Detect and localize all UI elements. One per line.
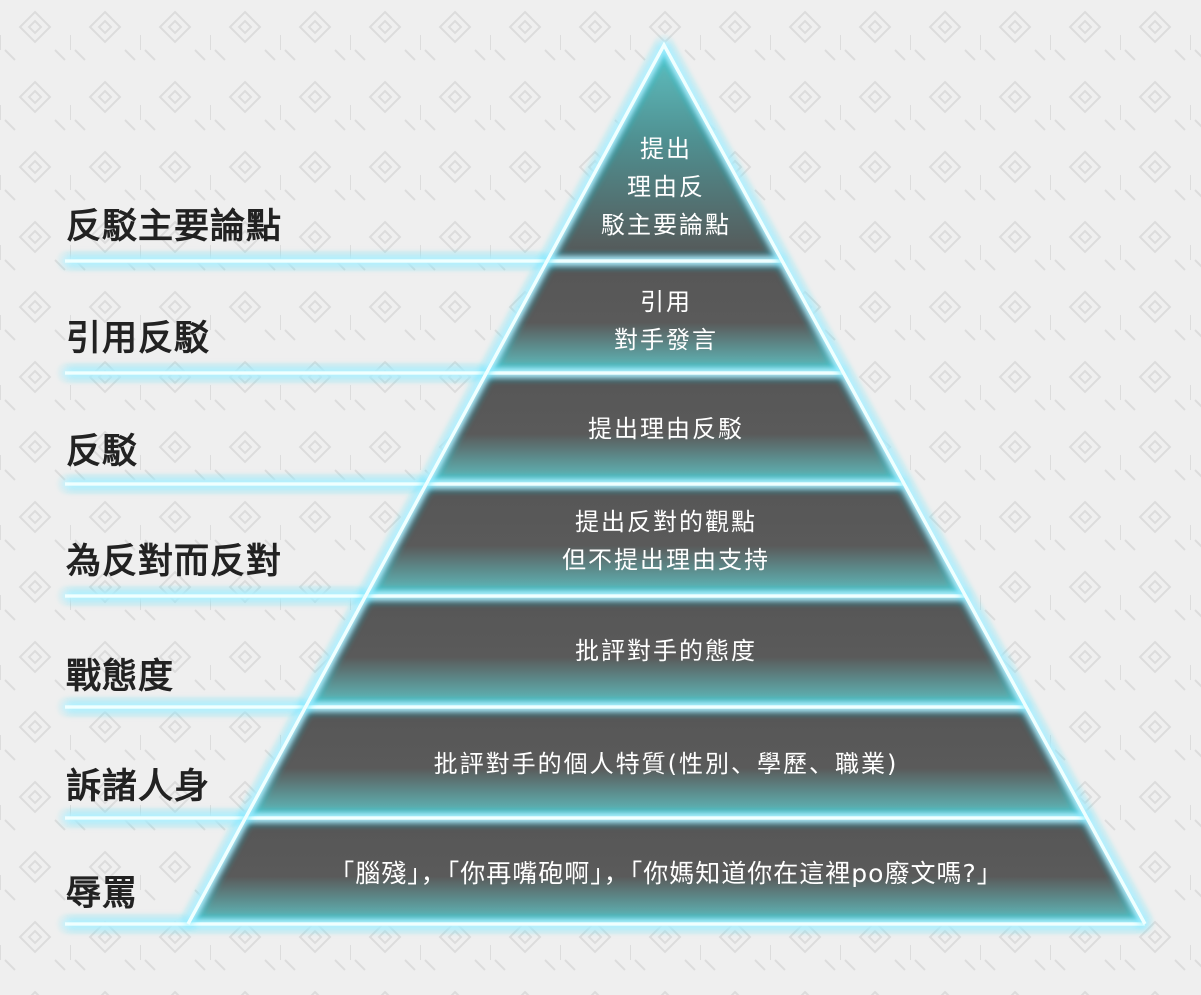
level-label: 引用反駁 [66,319,211,359]
pyramid-level-2 [245,707,1087,818]
level-label: 反駁主要論點 [66,207,283,247]
level-description: 提出反對的觀點 但不提出理由支持 [562,508,770,574]
level-description: 引用 對手發言 [614,288,718,354]
pyramid-level-6 [486,261,844,373]
level-description: 批評對手的個人特質(性別、學歷、職業) [433,750,899,778]
pyramid-level-3 [305,596,1027,707]
level-description: 提出 理由反 駁主要論點 [601,135,731,239]
pyramid-level-1 [188,818,1145,924]
level-label: 反駁 [66,432,139,472]
level-label: 訴諸人身 [66,767,211,807]
level-description: 提出理由反駁 [588,415,744,443]
pyramid-level-4 [365,484,966,596]
pyramid-level-5 [426,373,905,484]
level-label: 辱罵 [66,874,139,914]
level-label: 戰態度 [66,657,175,697]
level-description: 「腦殘」，「你再嘴砲啊」，「你媽知道你在這裡po廢文嗎?」 [329,859,1003,888]
pyramid-outline [186,41,1147,925]
pyramid-level-7 [547,45,783,261]
level-label: 為反對而反對 [66,542,283,582]
level-description: 批評對手的態度 [575,637,757,665]
